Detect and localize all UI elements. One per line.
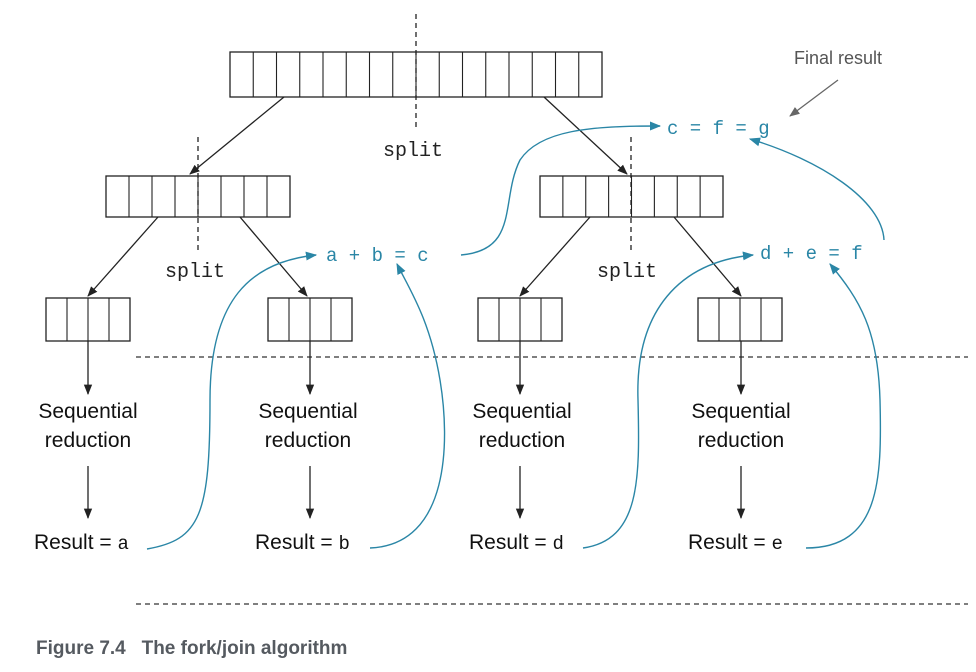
join-label-final: c = f = g (667, 118, 770, 140)
join-curve-d (582, 251, 755, 549)
reduction-b-line1: Sequential (258, 400, 357, 423)
result-prefix: Result = (34, 531, 117, 554)
split-label-left: split (165, 261, 225, 284)
reduction-a-line2: reduction (45, 429, 131, 452)
reduction-e-line2: reduction (698, 429, 784, 452)
split-label-right: split (597, 261, 657, 284)
leaf-array-a (45, 297, 131, 342)
result-value-e: e (771, 533, 782, 555)
reduction-d-line1: Sequential (472, 400, 571, 423)
result-value-b: b (338, 533, 349, 555)
result-a-label: Result = a (34, 531, 129, 555)
leaf-array-d (477, 297, 563, 342)
result-prefix: Result = (255, 531, 338, 554)
result-value-d: d (552, 533, 563, 555)
join-curve-b (369, 262, 446, 549)
join-curve-a (146, 251, 318, 550)
fork-arrow-left-b (239, 216, 308, 297)
result-b-label: Result = b (255, 531, 350, 555)
fork-arrow-right-d (519, 216, 591, 297)
final-result-pointer (789, 79, 839, 117)
fork-arrow-root-right (543, 96, 628, 175)
leaf-array-b (267, 297, 353, 342)
join-label-left: a + b = c (326, 245, 429, 267)
result-prefix: Result = (688, 531, 771, 554)
reduction-d-line2: reduction (479, 429, 565, 452)
result-value-a: a (117, 533, 128, 555)
figure-caption: Figure 7.4 The fork/join algorithm (36, 638, 348, 659)
result-prefix: Result = (469, 531, 552, 554)
leaf-array-e (697, 297, 783, 342)
split-label-root: split (383, 140, 443, 163)
final-result-label: Final result (794, 48, 882, 68)
join-label-right: d + e = f (760, 243, 863, 265)
result-e-label: Result = e (688, 531, 783, 555)
join-curve-e (805, 263, 882, 549)
join-curve-f (748, 137, 885, 241)
fork-arrow-root-left (189, 96, 285, 175)
fork-arrow-right-e (673, 216, 742, 297)
join-curve-c (460, 121, 662, 256)
reduction-a-line1: Sequential (38, 400, 137, 423)
fork-arrow-left-a (87, 216, 159, 297)
reduction-b-line2: reduction (265, 429, 351, 452)
reduction-e-line1: Sequential (691, 400, 790, 423)
result-d-label: Result = d (469, 531, 564, 555)
